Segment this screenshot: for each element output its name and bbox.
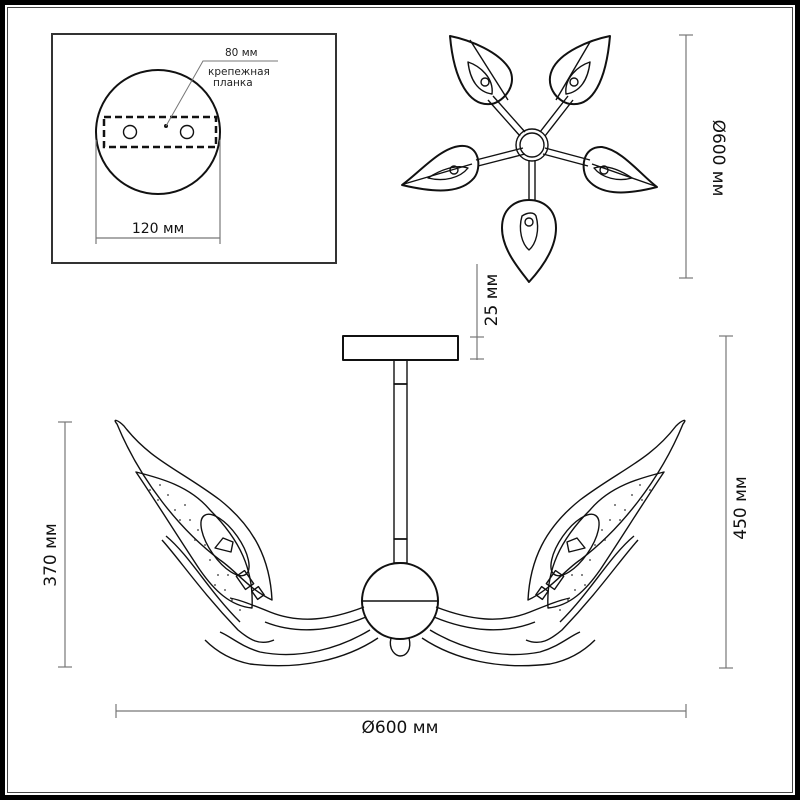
hub-inner [519, 132, 545, 158]
screw-hole-left [122, 124, 138, 140]
petal-right [582, 145, 658, 194]
plate-width-label: 80 мм [225, 47, 258, 59]
width-label: Ø600 мм [362, 718, 439, 738]
mounting-plate [102, 115, 218, 149]
petal-bottom [501, 199, 557, 283]
petal-upper-right [549, 35, 611, 106]
right-shade [525, 419, 686, 644]
screw-hole-right [179, 124, 195, 140]
total-height-label: 450 мм [731, 476, 751, 540]
stem [393, 359, 408, 564]
top-view-arms [475, 95, 591, 200]
side-canopy [342, 335, 459, 361]
canopy-circle [95, 69, 221, 195]
leader-line [165, 60, 278, 127]
canopy-detail-panel: 80 мм крепежная планка 120 мм [51, 33, 337, 264]
plate-name-line1: крепежная [208, 66, 270, 78]
left-shade [114, 419, 275, 644]
side-view: 25 мм 450 мм 370 мм Ø600 мм [41, 264, 751, 738]
petal-left [401, 144, 480, 192]
shade-height-label: 370 мм [41, 523, 61, 587]
top-view-diameter-label: Ø600 мм [708, 120, 728, 197]
plate-name-line2: планка [213, 77, 253, 89]
canopy-diameter-label: 120 мм [132, 221, 184, 237]
top-view: Ø600 мм [401, 34, 728, 283]
right-arms [421, 597, 596, 667]
finial [389, 637, 411, 657]
detail-box-border [51, 33, 337, 264]
left-arms [204, 597, 379, 667]
petal-upper-left [449, 35, 513, 106]
canopy-height-label: 25 мм [482, 274, 502, 327]
inner-frame [7, 7, 793, 793]
hub-outer [515, 128, 549, 162]
